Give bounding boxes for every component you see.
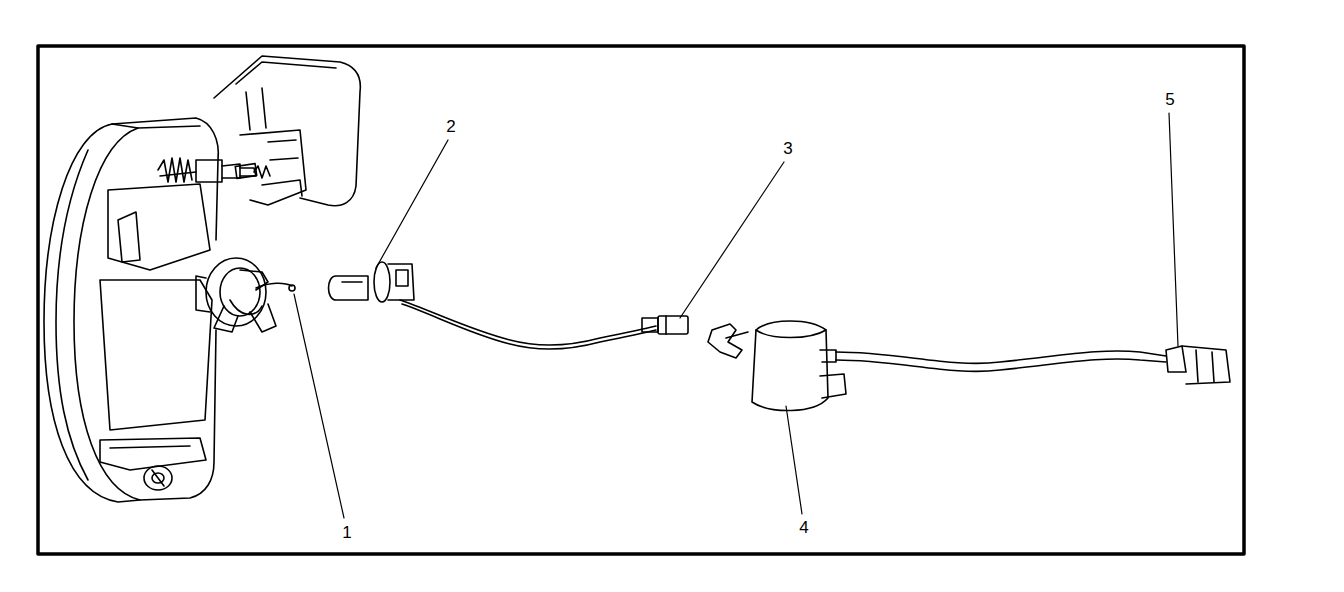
leader-lines (294, 113, 1178, 518)
callout-number: 1 (340, 524, 353, 543)
callout-number: 4 (797, 519, 810, 538)
callout-number: 2 (444, 118, 457, 137)
callout-number: 3 (781, 140, 794, 159)
bulb (329, 262, 657, 349)
ballast-unit (708, 321, 846, 411)
bulb-connector (642, 316, 688, 334)
lamp-housing (44, 118, 218, 502)
callout-number: 5 (1163, 91, 1176, 110)
bulb-socket (196, 258, 295, 332)
frame-border (38, 46, 1244, 554)
adjuster-screw (158, 158, 270, 182)
lamp-bracket (214, 56, 360, 206)
harness-connector (1166, 346, 1230, 384)
ballast-harness (836, 351, 1166, 371)
